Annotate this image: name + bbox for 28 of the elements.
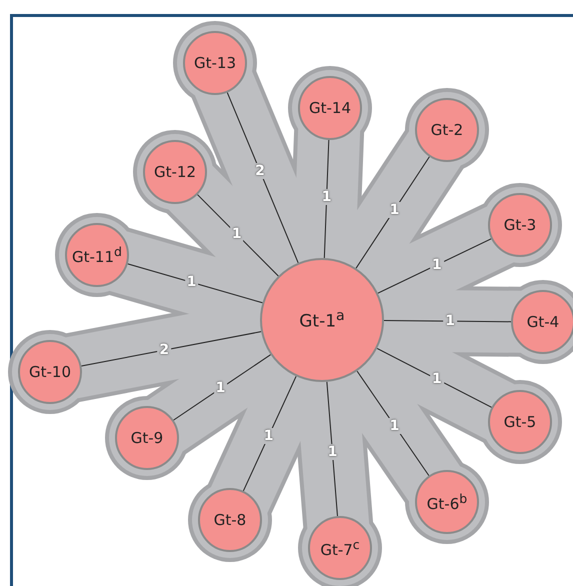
node-label: Gt-1$^{a}$ (299, 308, 345, 332)
node-label: Gt-6$^{b}$ (426, 491, 468, 513)
edge-label: 1 (388, 202, 402, 218)
node-label: Gt-5 (504, 413, 536, 431)
connector-line (226, 92, 299, 264)
node-label: Gt-9 (130, 429, 164, 447)
connector-line (376, 348, 492, 408)
node-label: Gt-2 (430, 121, 464, 139)
node-label: Gt-12 (154, 163, 196, 181)
node-label: Gt-3 (504, 216, 536, 234)
edge-label: 1 (214, 380, 228, 396)
node-label: Gt-10 (28, 363, 71, 381)
connector-line (377, 238, 492, 294)
edge-label: 1 (262, 428, 276, 444)
connector-line (80, 331, 262, 366)
edge-label: 1 (230, 226, 244, 242)
node-label: Gt-13 (194, 54, 236, 72)
node-label: Gt-14 (308, 99, 351, 117)
node-label: Gt-11$^{d}$ (72, 244, 122, 266)
connector-line (384, 320, 512, 322)
edge-label: 1 (388, 418, 402, 434)
edge-label: 2 (253, 162, 267, 179)
node-label: Gt-4 (526, 313, 560, 331)
node-label: Gt-7$^{c}$ (320, 537, 360, 559)
connector-line (127, 263, 263, 304)
connector-line (326, 381, 338, 517)
connector-line (173, 354, 272, 421)
node-label: Gt-8 (214, 511, 246, 529)
